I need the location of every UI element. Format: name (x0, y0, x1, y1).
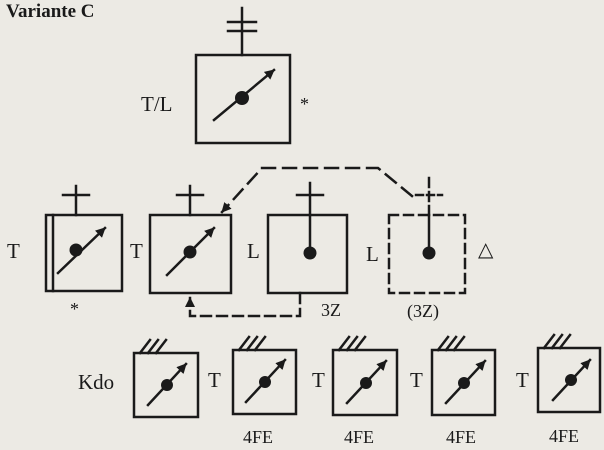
row3-kdo-symbol (132, 338, 200, 419)
top-unit-marker: * (300, 94, 309, 114)
row2-unit1-label: T (7, 239, 20, 263)
row3-fe2-label: 4FE (344, 427, 375, 447)
row3-fe1-symbol (231, 335, 298, 416)
row2-unit4-label: L (366, 242, 379, 266)
diagram-title: Variante C (6, 1, 95, 22)
row3-connector-t3: T (410, 368, 423, 392)
dashed-link-top (220, 166, 414, 214)
row3-connector-t2: T (312, 368, 325, 392)
row2-unit3-symbol (266, 181, 349, 295)
top-unit-symbol (194, 6, 292, 145)
row2-unit4-note: (3Z) (407, 301, 439, 321)
row2-unit1-symbol (44, 184, 124, 293)
row3-connector-t4: T (516, 368, 529, 392)
row2-unit2-symbol (148, 184, 233, 295)
row3-kdo-label: Kdo (78, 370, 115, 394)
row3-fe4-symbol (536, 333, 602, 414)
top-unit-label: T/L (141, 92, 173, 116)
row3-fe3-symbol (430, 335, 497, 417)
row3-fe1-label: 4FE (243, 427, 274, 447)
row3-fe4-label: 4FE (549, 426, 580, 446)
row3-fe3-label: 4FE (446, 427, 477, 447)
row2-unit3-note: 3Z (321, 300, 341, 320)
row2-unit2-label: T (130, 239, 143, 263)
row2-unit4-symbol (387, 174, 467, 295)
dashed-link-bottom (185, 291, 302, 318)
row2-unit3-label: L (247, 239, 260, 263)
row3-fe2-symbol (331, 335, 399, 417)
row3-connector-t1: T (208, 368, 221, 392)
triangle-icon: △ (478, 239, 494, 261)
row2-unit1-marker: * (70, 299, 79, 319)
